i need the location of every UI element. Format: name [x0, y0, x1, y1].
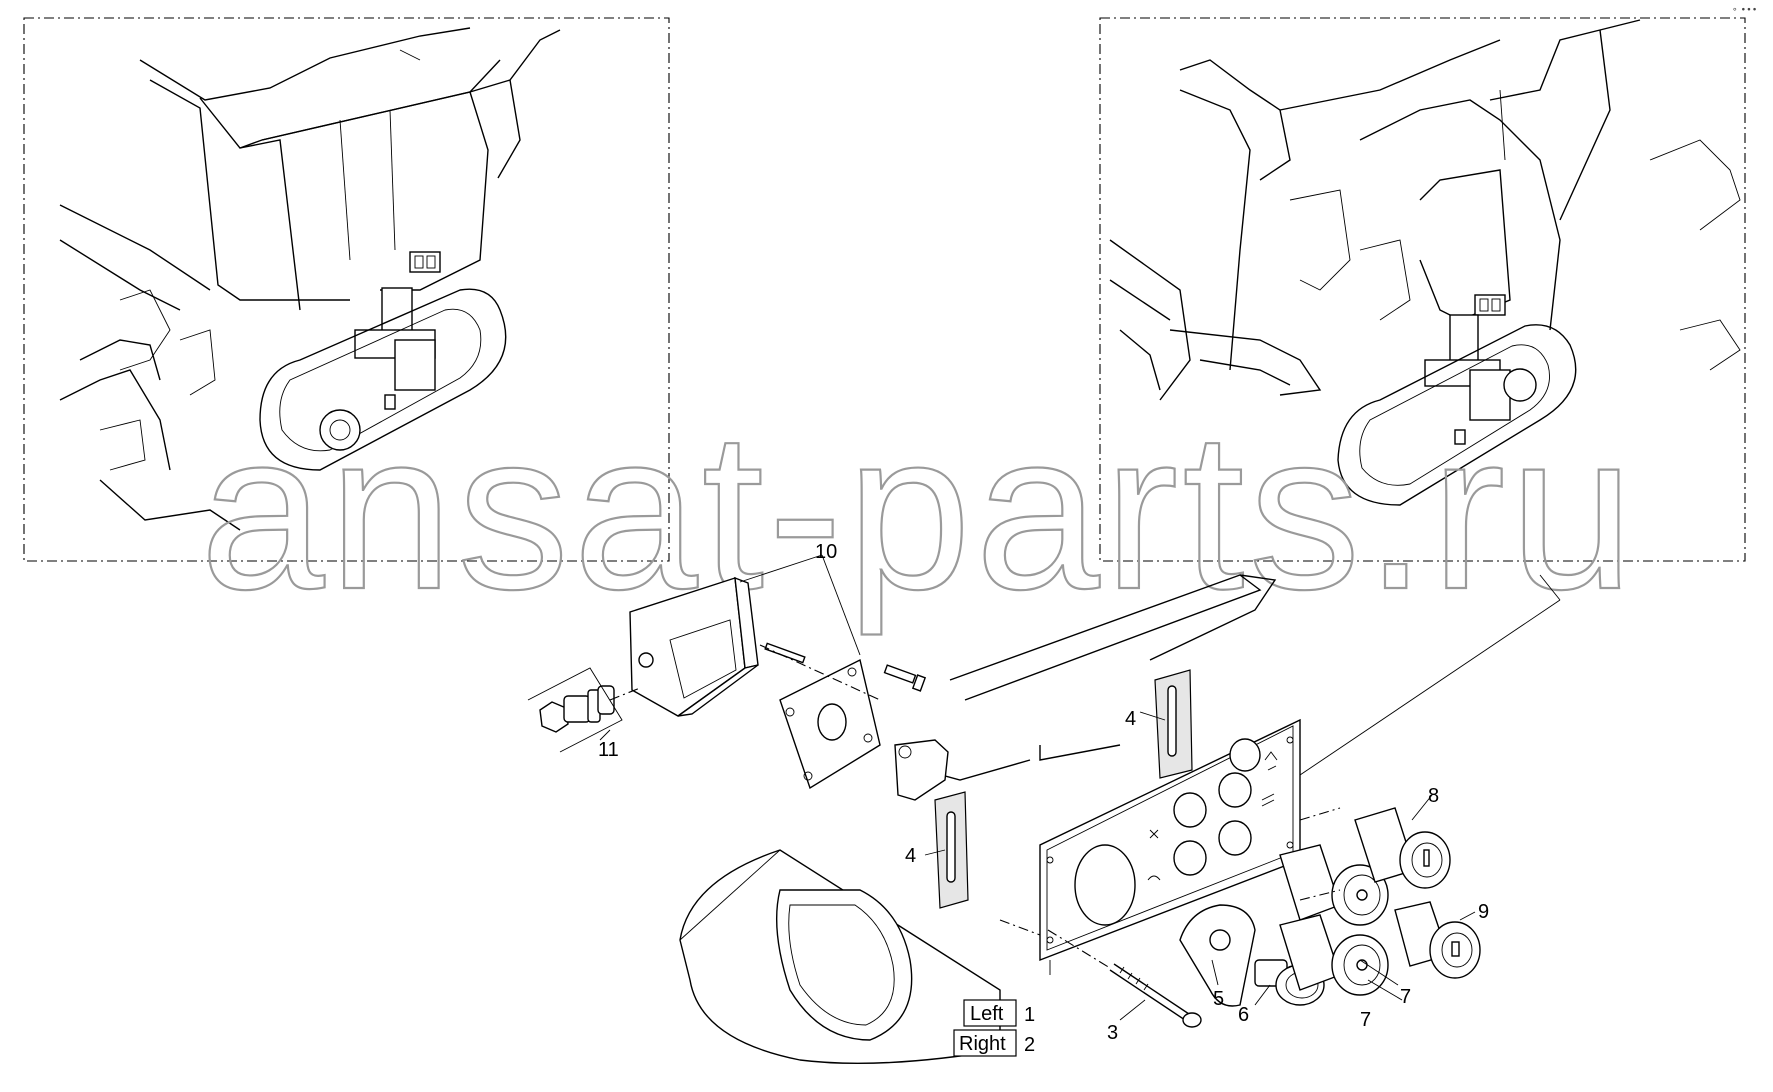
callout-2: 2 [1024, 1034, 1035, 1056]
hole-d [1218, 820, 1252, 856]
left-variant-label: Left [970, 1003, 1004, 1025]
callout-7-lower: 7 [1360, 1009, 1371, 1031]
callout-1: 1 [1024, 1004, 1035, 1026]
hole-b [1218, 772, 1252, 808]
socket-icon [409, 251, 441, 273]
key-switch-9 [1394, 901, 1481, 979]
left-variant-box [963, 999, 1017, 1027]
machine-body-left [59, 27, 561, 531]
exploded-assembly [527, 554, 1561, 1065]
detail-frame-left [23, 17, 670, 562]
symbol-icon [1264, 751, 1278, 771]
callout-4-upper: 4 [1125, 708, 1136, 730]
flange-plate [779, 658, 881, 790]
variant-legend: Left Right [953, 999, 1017, 1057]
detail-view-left [23, 17, 670, 562]
frame-tab [894, 739, 949, 801]
lever-knob [1179, 904, 1256, 1007]
strip-4-right [1154, 669, 1193, 779]
symbol-icon [1149, 829, 1159, 839]
callout-10: 10 [815, 541, 837, 563]
callout-9: 9 [1478, 901, 1489, 923]
callout-6: 6 [1238, 1004, 1249, 1026]
large-cutout [1074, 844, 1136, 926]
assembly-axes [609, 644, 1341, 969]
callout-4-lower: 4 [905, 845, 916, 867]
cable-gland [527, 667, 623, 753]
symbol-icon [1261, 793, 1275, 807]
strip-4-left [934, 791, 969, 909]
callout-3: 3 [1107, 1022, 1118, 1044]
socket-icon [1474, 294, 1506, 316]
corner-mark: ∘ ∙∙∙ [1732, 5, 1757, 15]
detail-view-right [1099, 17, 1746, 562]
right-variant-box [953, 1029, 1017, 1057]
callout-7-right: 7 [1400, 986, 1411, 1008]
control-panel-plate [1039, 718, 1301, 962]
hole-e [1229, 738, 1261, 772]
right-variant-label: Right [959, 1033, 1006, 1055]
hole-c [1173, 840, 1207, 876]
long-bolt [1109, 963, 1202, 1028]
watermark-text: ansat-parts.ru [200, 386, 1638, 636]
machine-body-right [1109, 19, 1741, 401]
key-switch-8 [1354, 807, 1451, 889]
screw-small [764, 642, 927, 692]
track-left [259, 287, 507, 471]
junction-box [629, 576, 759, 717]
callout-11: 11 [598, 739, 619, 761]
symbol-icon [1147, 875, 1161, 881]
rotary-switch-7b [1279, 914, 1389, 996]
callout-5: 5 [1213, 988, 1224, 1010]
leader-lines [599, 554, 1476, 1021]
callout-8: 8 [1428, 785, 1439, 807]
callout-labels: 10 11 4 4 8 9 7 7 5 6 3 1 2 [598, 541, 1489, 1056]
track-segment [679, 849, 1001, 1065]
hole-a [1173, 792, 1207, 828]
track-right [1337, 314, 1577, 506]
detail-frame-right [1099, 17, 1746, 562]
